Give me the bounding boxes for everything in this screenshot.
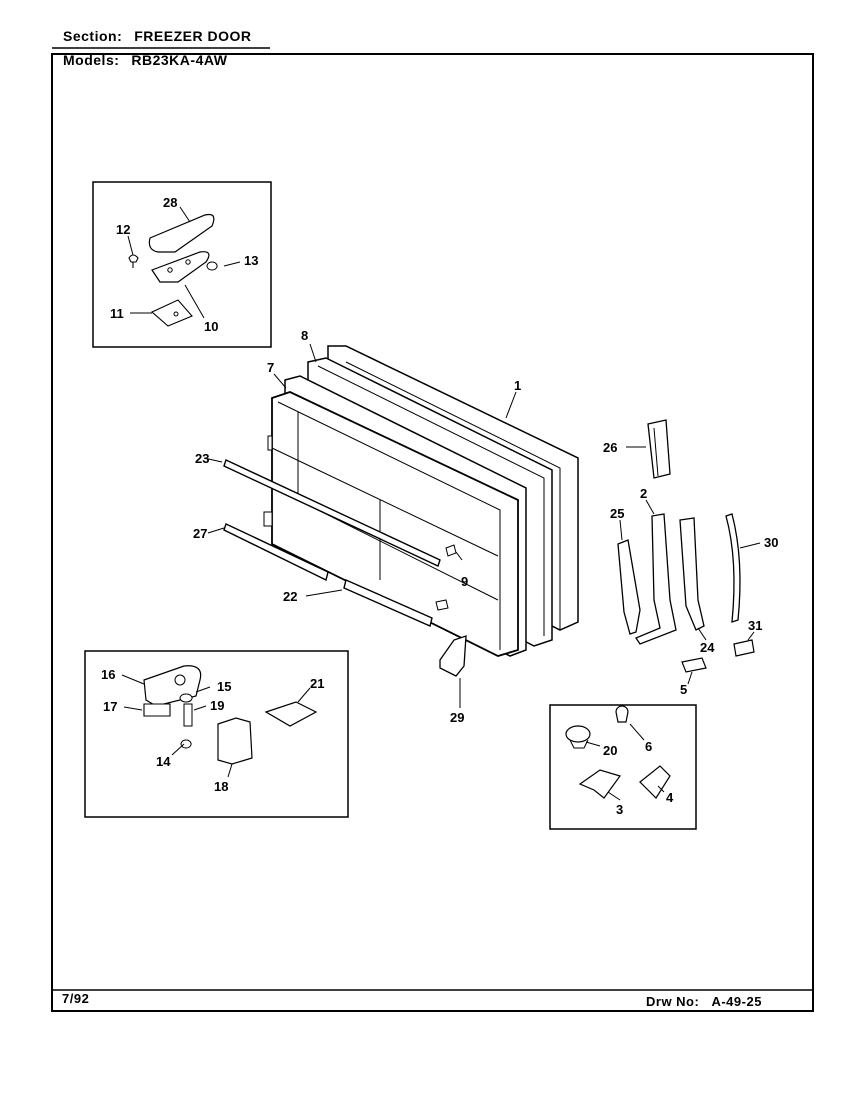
part-2-bracket — [635, 513, 677, 645]
callout-21: 21 — [310, 676, 324, 691]
callout-14: 14 — [156, 754, 171, 769]
callout-6: 6 — [645, 739, 652, 754]
part-27-rail — [223, 523, 329, 582]
section-header: Section: FREEZER DOOR — [63, 28, 251, 44]
callout-labels: 28 12 13 11 10 8 7 1 23 26 2 25 27 30 9 … — [101, 195, 778, 817]
callout-13: 13 — [244, 253, 258, 268]
part-19-pin — [183, 703, 193, 727]
drawing-number: Drw No: A-49-25 — [646, 994, 762, 1009]
part-23-rail — [223, 459, 441, 567]
drawing-number-value: A-49-25 — [711, 994, 762, 1009]
callout-10: 10 — [204, 319, 218, 334]
callout-25: 25 — [610, 506, 624, 521]
callout-23: 23 — [195, 451, 209, 466]
callout-16: 16 — [101, 667, 115, 682]
part-12-screw — [128, 254, 139, 268]
callout-7: 7 — [267, 360, 274, 375]
callout-2: 2 — [640, 486, 647, 501]
part-22-rail — [343, 579, 433, 627]
detail-box-small-parts — [549, 704, 697, 830]
callout-15: 15 — [217, 679, 231, 694]
part-6-plug — [615, 705, 629, 723]
part-3-cover — [578, 769, 621, 799]
part-21-plate — [264, 701, 318, 727]
part-15-washer — [179, 693, 193, 703]
callout-4: 4 — [666, 790, 674, 805]
part-24-strap — [679, 517, 705, 631]
part-13-washer — [206, 261, 218, 271]
part-4-cover — [639, 765, 671, 799]
drawing-frame — [51, 53, 814, 1012]
callout-5: 5 — [680, 682, 687, 697]
callout-26: 26 — [603, 440, 617, 455]
callout-12: 12 — [116, 222, 130, 237]
callout-24: 24 — [700, 640, 715, 655]
callout-8: 8 — [301, 328, 308, 343]
part-20-bumper — [565, 725, 591, 743]
callout-27: 27 — [193, 526, 207, 541]
callout-3: 3 — [616, 802, 623, 817]
handle-parts — [439, 419, 761, 708]
drawing-date: 7/92 — [62, 991, 90, 1006]
detail-box-bottom-hinge — [84, 650, 349, 818]
part-31-end — [733, 639, 755, 657]
part-28-cover — [148, 213, 215, 253]
callout-1: 1 — [514, 378, 521, 393]
door-inner-face — [271, 391, 519, 657]
callout-30: 30 — [764, 535, 778, 550]
door-assembly — [203, 343, 579, 657]
callout-11: 11 — [110, 306, 124, 321]
part-17-shim — [143, 703, 171, 717]
callout-20: 20 — [603, 743, 617, 758]
models-header: Models: RB23KA-4AW — [63, 52, 227, 68]
callout-28: 28 — [163, 195, 177, 210]
models-label: Models: — [63, 52, 120, 68]
callout-22: 22 — [283, 589, 297, 604]
callout-29: 29 — [450, 710, 464, 725]
callout-31: 31 — [748, 618, 762, 633]
callout-18: 18 — [214, 779, 228, 794]
models-value: RB23KA-4AW — [131, 52, 228, 68]
part-26-cap — [647, 419, 671, 479]
part-16-hinge — [143, 665, 202, 707]
detail-box-top-hinge — [92, 181, 272, 348]
section-value: FREEZER DOOR — [134, 28, 252, 44]
part-10-plate — [151, 251, 210, 283]
part-25-strap — [617, 539, 641, 635]
part-29-handle-mount — [439, 635, 467, 677]
callout-17: 17 — [103, 699, 117, 714]
section-label: Section: — [63, 28, 123, 44]
drawing-number-label: Drw No: — [646, 994, 700, 1009]
part-9-clip — [435, 544, 457, 611]
part-18-bracket — [217, 717, 253, 765]
part-11-shim — [150, 299, 193, 327]
callout-9: 9 — [461, 574, 468, 589]
part-5-clip — [681, 657, 707, 673]
part-14-washer — [180, 739, 192, 749]
callout-19: 19 — [210, 698, 224, 713]
part-30-handle — [725, 513, 741, 623]
